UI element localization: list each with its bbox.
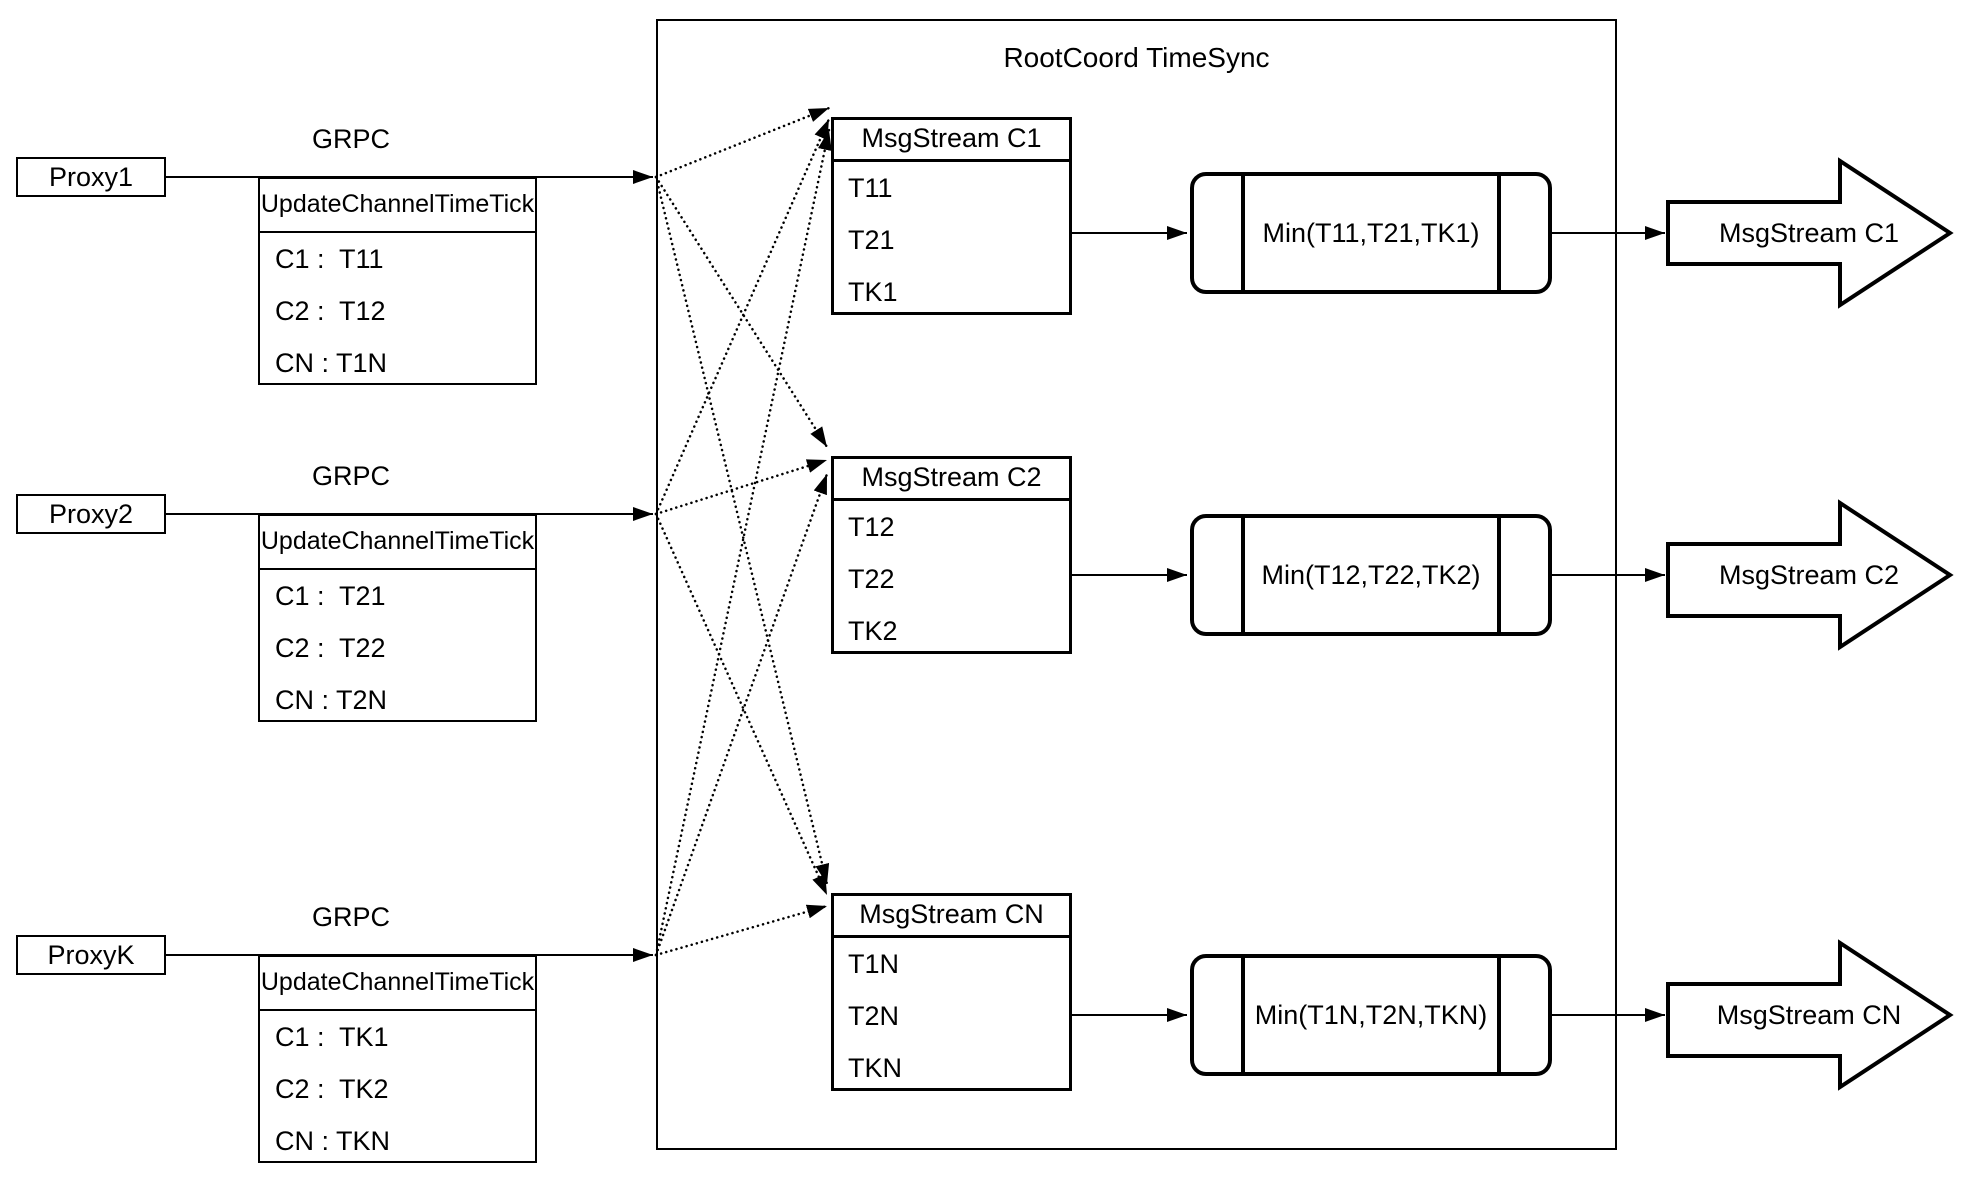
output-arrow-label-cn: MsgStream CN [1716, 1000, 1902, 1030]
timetick-table-row: C1 : TK1 [275, 1022, 389, 1052]
proxy1-box: Proxy1 [16, 157, 166, 197]
fanout-pk-cn [654, 904, 829, 957]
grpc-label-3: GRPC [311, 902, 390, 932]
min-box-divider [1241, 175, 1245, 291]
msgstream-table-header: MsgStream C2 [834, 459, 1069, 501]
min-box-divider [1497, 517, 1501, 633]
msgstream-table-row: T12 [848, 512, 895, 542]
proxy1-timetick-table: UpdateChannelTimeTick C1 : T11 C2 : T12 … [258, 177, 537, 385]
output-arrow-label-c1: MsgStream C1 [1718, 218, 1900, 248]
proxyk-timetick-table: UpdateChannelTimeTick C1 : TK1 C2 : TK2 … [258, 955, 537, 1163]
min-box-cn: Min(T1N,T2N,TKN) [1190, 954, 1552, 1076]
proxyk-label: ProxyK [47, 939, 135, 970]
grpc-label-2: GRPC [311, 461, 390, 491]
output-arrow-shape-cn [1666, 939, 1954, 1091]
msgstream-table-row: TKN [848, 1053, 902, 1083]
fanout-p2-c2 [654, 458, 829, 516]
output-arrows [1666, 157, 1954, 1091]
timetick-table-row: C1 : T21 [275, 581, 386, 611]
stream-to-min-arrows [1072, 226, 1187, 1022]
fanout-dotted-arrows [654, 106, 832, 957]
msgstream-table-row: T11 [848, 173, 893, 203]
timetick-table-row: C2 : T12 [275, 296, 386, 326]
min-to-output-arrows [1552, 226, 1665, 1022]
msgstream-c2-table: MsgStream C2 T12 T22 TK2 [831, 456, 1072, 654]
rootcoord-title: RootCoord TimeSync [1003, 42, 1270, 73]
output-arrow-shape-c1 [1666, 157, 1954, 309]
fanout-p1-cn [654, 175, 830, 886]
min-box-divider [1497, 175, 1501, 291]
min-box-c1: Min(T11,T21,TK1) [1190, 172, 1552, 294]
timetick-table-row: CN : TKN [275, 1126, 391, 1156]
msgstream-table-row: TK2 [848, 616, 898, 646]
min-label: Min(T12,T22,TK2) [1261, 559, 1481, 590]
grpc-label-1: GRPC [311, 124, 390, 154]
fanout-p1-c2 [654, 175, 829, 449]
timetick-table-row: C2 : T22 [275, 633, 386, 663]
msgstream-table-row: T2N [848, 1001, 900, 1031]
proxy2-timetick-table: UpdateChannelTimeTick C1 : T21 C2 : T22 … [258, 514, 537, 722]
msgstream-table-row: T21 [848, 225, 895, 255]
msgstream-table-header: MsgStream C1 [834, 120, 1069, 162]
min-label: Min(T1N,T2N,TKN) [1254, 999, 1488, 1030]
min-box-divider [1241, 517, 1245, 633]
min-box-c2: Min(T12,T22,TK2) [1190, 514, 1552, 636]
msgstream-table-row: T22 [848, 564, 895, 594]
timetick-table-header: UpdateChannelTimeTick [260, 516, 535, 570]
min-box-divider [1497, 957, 1501, 1073]
timetick-table-header: UpdateChannelTimeTick [260, 179, 535, 233]
timetick-table-row: C1 : T11 [275, 244, 384, 274]
timetick-table-header: UpdateChannelTimeTick [260, 957, 535, 1011]
proxyk-box: ProxyK [16, 935, 166, 975]
min-box-divider [1241, 957, 1245, 1073]
fanout-pk-c1 [654, 128, 832, 957]
rootcoord-box [656, 19, 1617, 1150]
proxy1-label: Proxy1 [48, 161, 134, 192]
fanout-p1-c1 [654, 106, 831, 179]
output-arrow-shape-c2 [1666, 499, 1954, 651]
msgstream-table-header: MsgStream CN [834, 896, 1069, 938]
msgstream-c1-table: MsgStream C1 T11 T21 TK1 [831, 117, 1072, 315]
proxy2-box: Proxy2 [16, 494, 166, 534]
msgstream-cn-table: MsgStream CN T1N T2N TKN [831, 893, 1072, 1091]
fanout-p2-c1 [654, 117, 831, 516]
msgstream-table-row: T1N [848, 949, 900, 979]
output-arrow-label-c2: MsgStream C2 [1718, 560, 1900, 590]
fanout-p2-cn [654, 512, 829, 897]
timetick-table-row: CN : T1N [275, 348, 388, 378]
proxy2-label: Proxy2 [48, 498, 134, 529]
min-label: Min(T11,T21,TK1) [1262, 217, 1480, 248]
fanout-pk-c2 [654, 472, 829, 957]
msgstream-table-row: TK1 [848, 277, 898, 307]
timetick-table-row: CN : T2N [275, 685, 388, 715]
timetick-table-row: C2 : TK2 [275, 1074, 389, 1104]
